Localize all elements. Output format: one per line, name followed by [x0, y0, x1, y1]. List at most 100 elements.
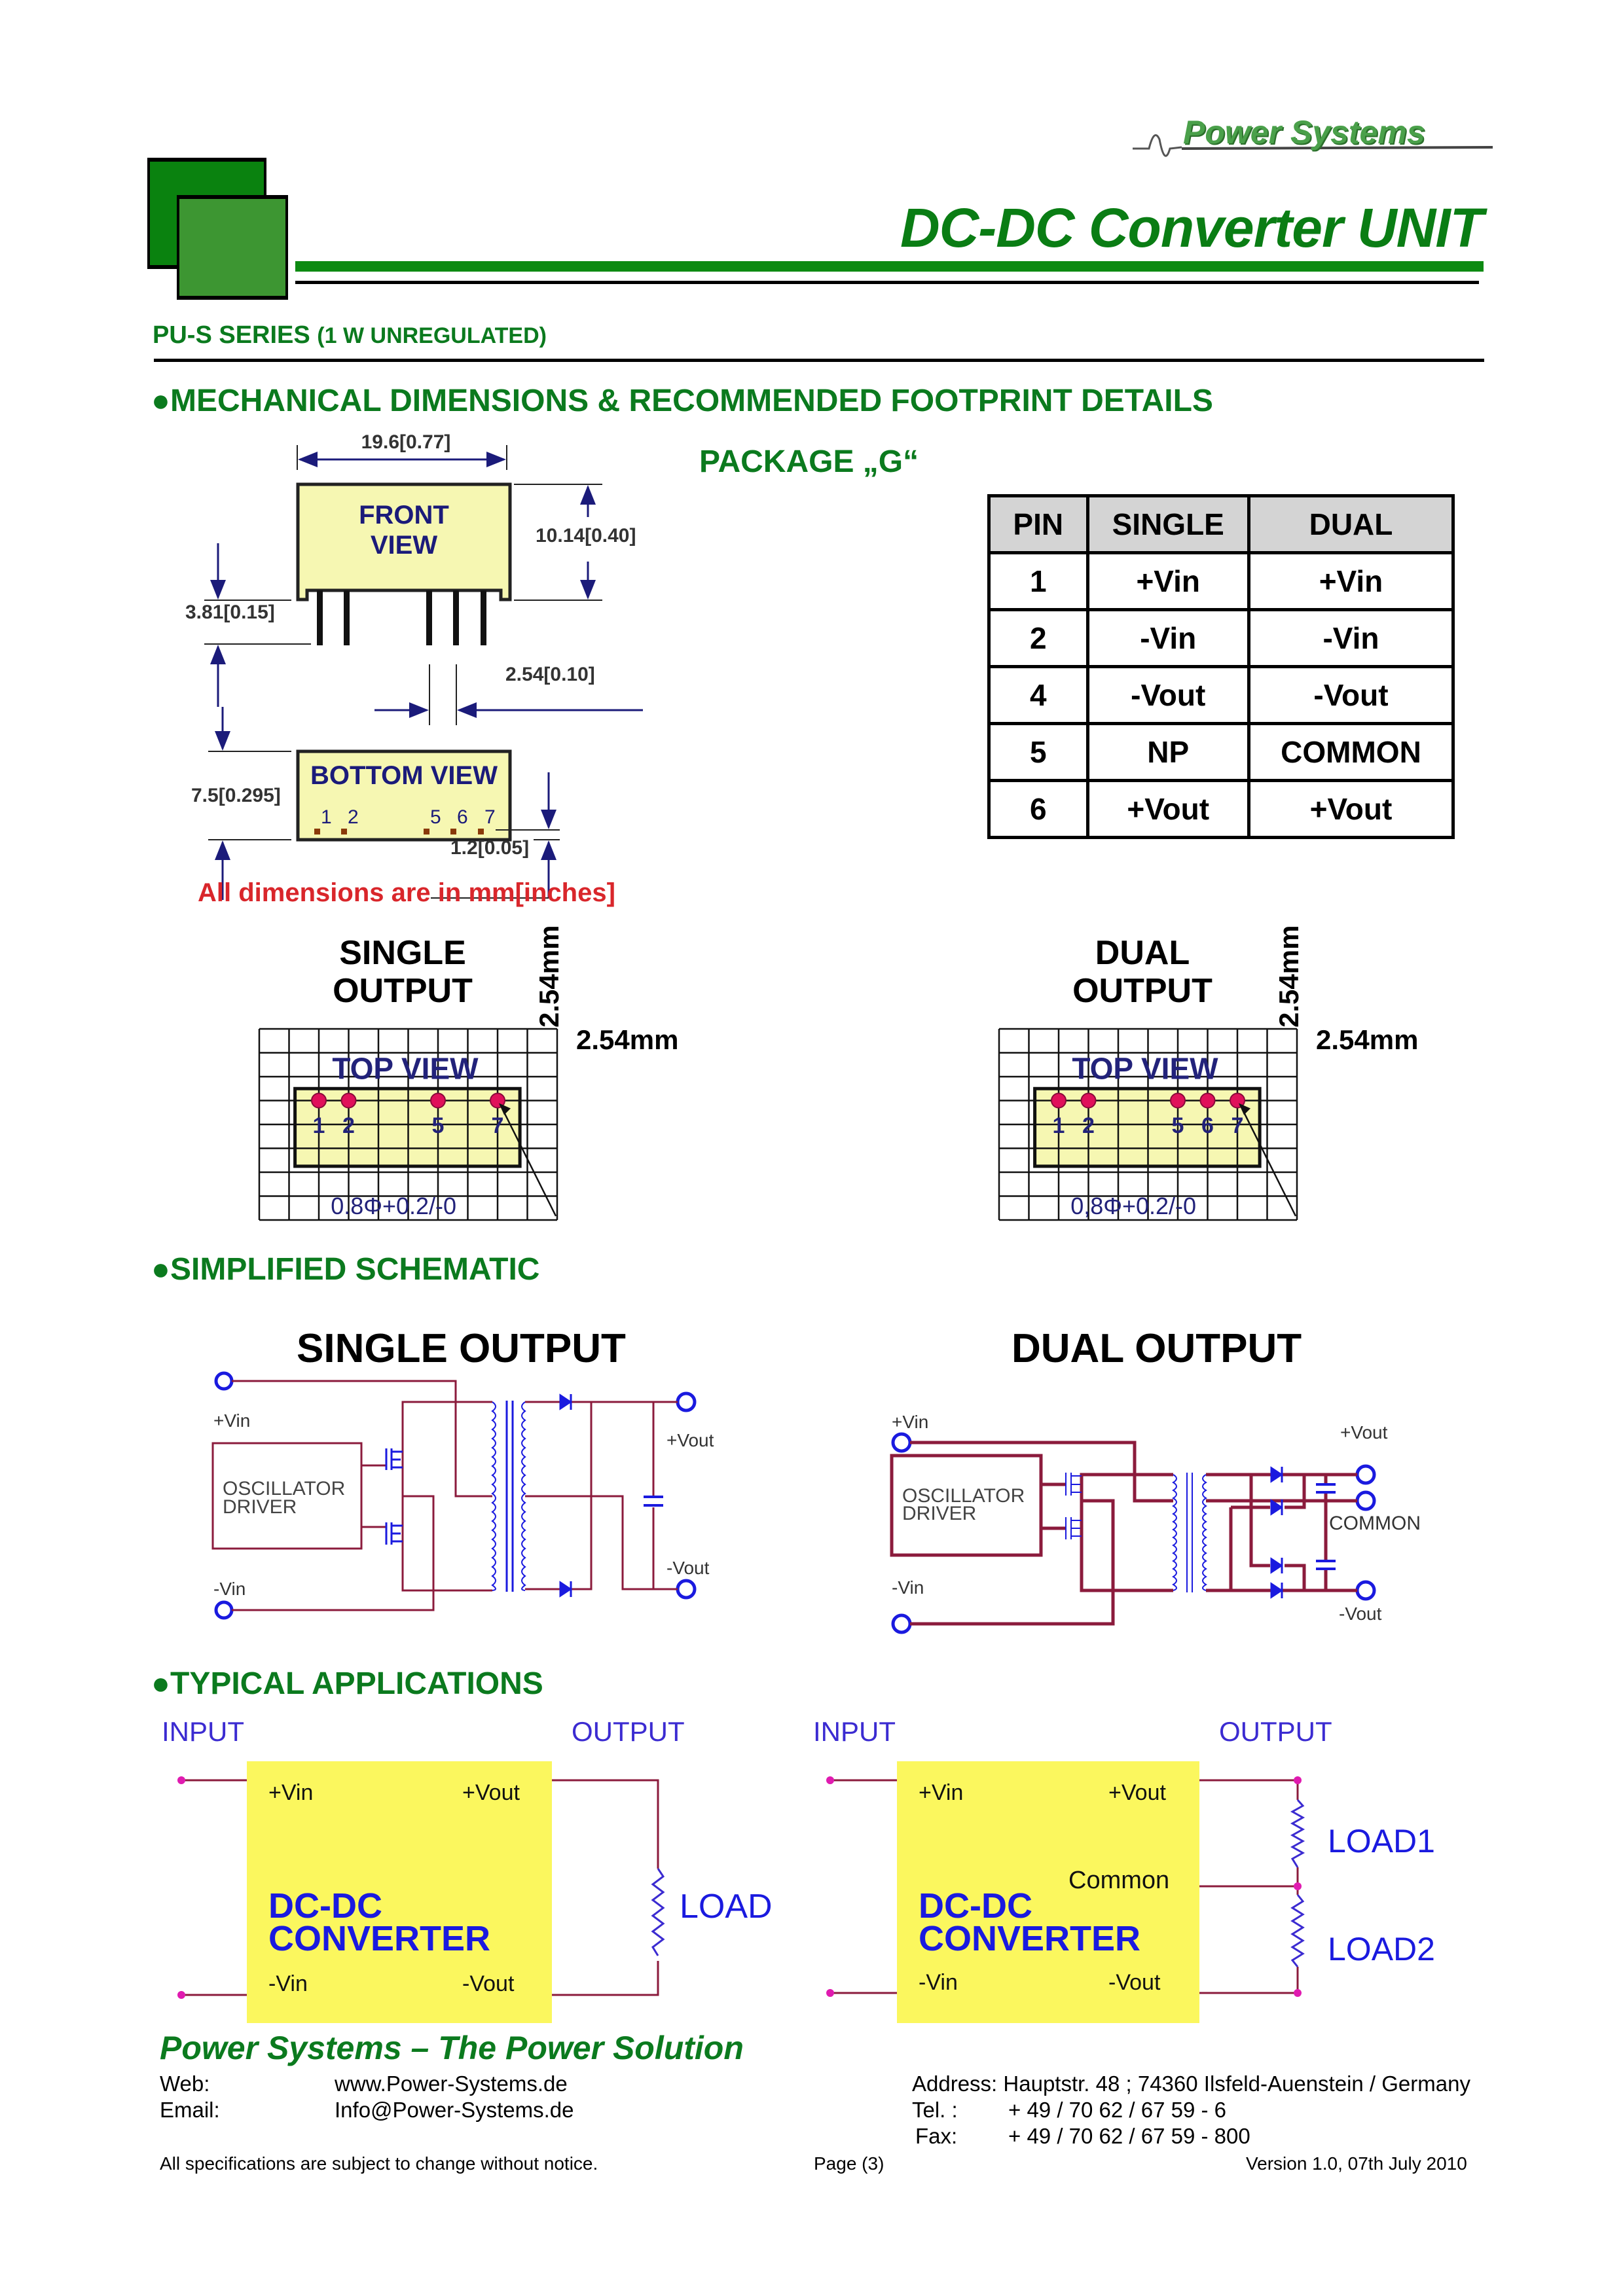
dim-width-text: 19.6[0.77]: [361, 431, 451, 453]
dual-cell: COMMON: [1247, 722, 1455, 782]
pin-table-header: PIN SINGLE DUAL: [987, 494, 1455, 554]
pin-hole: [1199, 1092, 1216, 1109]
converter-label-1: DC-DC: [268, 1886, 382, 1926]
grid-pitch-vertical: 2.54mm: [1273, 925, 1304, 1028]
footer-web-link[interactable]: www.Power-Systems.de: [335, 2072, 568, 2096]
single-cell: -Vin: [1085, 608, 1250, 668]
table-row: 6+Vout+Vout: [987, 779, 1455, 839]
footer-address: Address: Hauptstr. 48 ; 74360 Ilsfeld-Au…: [912, 2072, 1470, 2096]
single-cell: NP: [1085, 722, 1250, 782]
label-vin-minus: -Vin: [213, 1579, 246, 1599]
resistor-load-icon: [651, 1868, 665, 1956]
label-vout-plus: +Vout: [666, 1430, 714, 1450]
grid-pitch-horizontal: 2.54mm: [576, 1024, 679, 1055]
dual-schematic: OSCILLATOR DRIVER +Vin -Vin +Vout COMMON…: [890, 1412, 1421, 1634]
app-vin-plus: +Vin: [268, 1780, 313, 1805]
app-input-label: INPUT: [813, 1716, 896, 1747]
footprint-title-line: SINGLE: [339, 934, 466, 972]
terminal-vin-plus: [214, 1371, 234, 1391]
leader-line: [499, 1103, 557, 1217]
front-view: FRONT VIEW: [296, 482, 512, 645]
mosfet-icon: [1065, 1517, 1082, 1539]
footer-disclaimer: All specifications are subject to change…: [160, 2153, 598, 2174]
footer-fax-value: + 49 / 70 62 / 67 59 - 800: [1008, 2124, 1250, 2148]
app-input-label: INPUT: [162, 1716, 244, 1747]
height-dimension: 10.14[0.40]: [514, 484, 636, 601]
applications-drawing: INPUT OUTPUT +Vin +Vout -Vin -Vout DC-DC…: [162, 1716, 1435, 2023]
pin-cell: 6: [987, 779, 1089, 839]
pin-number: 1: [1053, 1113, 1065, 1138]
top-view-label: TOP VIEW: [332, 1052, 479, 1086]
header-green-bar: [295, 261, 1484, 272]
app-vout-plus: +Vout: [462, 1780, 520, 1805]
converter-label-2: CONVERTER: [268, 1919, 490, 1958]
front-view-label-1: FRONT: [359, 501, 449, 529]
mosfet-icon: [385, 1522, 403, 1545]
arrowhead-icon: [499, 1103, 511, 1115]
bottom-pin-label: 1: [321, 806, 332, 828]
converter-label-1: DC-DC: [919, 1886, 1032, 1926]
pin-number: 1: [313, 1113, 325, 1138]
input-terminal: [826, 1776, 834, 1784]
grid-pitch-horizontal: 2.54mm: [1316, 1024, 1419, 1055]
node-dot: [1294, 1882, 1302, 1890]
terminal-vout-minus: [676, 1579, 697, 1600]
single-cell: +Vout: [1085, 779, 1250, 839]
terminal-vin-minus: [891, 1613, 912, 1634]
footer-slogan: Power Systems – The Power Solution: [160, 2030, 744, 2066]
hole-size-label: 0.8Φ+0.2/-0: [331, 1193, 456, 1219]
terminal-common: [1355, 1490, 1376, 1511]
footer-email-link[interactable]: Info@Power-Systems.de: [335, 2098, 574, 2122]
diode-icon: [559, 1581, 572, 1598]
app-common: Common: [1068, 1867, 1169, 1894]
label-common: COMMON: [1329, 1513, 1421, 1534]
pin-number: 7: [1231, 1113, 1244, 1138]
pin-table-header-cell: SINGLE: [1085, 494, 1250, 554]
bottom-pin-label: 7: [484, 806, 496, 828]
pin-hole: [1080, 1092, 1097, 1109]
bottom-pin-pad: [424, 829, 429, 834]
pin-hole: [1230, 1092, 1245, 1109]
grid-pitch-vertical: 2.54mm: [534, 925, 564, 1028]
series-note: (1 W UNREGULATED): [317, 323, 547, 348]
input-terminal: [177, 1991, 185, 1999]
table-row: 2-Vin-Vin: [987, 608, 1455, 668]
series-name: PU-S SERIES: [153, 321, 310, 349]
page-title: DC-DC Converter UNIT: [900, 197, 1484, 259]
osc-label-1: OSCILLATOR: [902, 1485, 1025, 1507]
pin-hole: [1051, 1092, 1067, 1109]
dual-cell: +Vin: [1247, 551, 1455, 611]
bottom-view-label: BOTTOM VIEW: [310, 761, 498, 790]
osc-label-1: OSCILLATOR: [223, 1478, 345, 1499]
table-row: 1+Vin+Vin: [987, 551, 1455, 611]
application-dual: INPUT OUTPUT +Vin +Vout Common -Vin -Vou…: [813, 1716, 1435, 2023]
pin-hole: [311, 1092, 327, 1109]
input-terminal: [177, 1776, 185, 1784]
resistor-load2-icon: [1290, 1894, 1305, 1967]
header-divider: [295, 281, 1479, 284]
app-vout-minus: -Vout: [1108, 1970, 1161, 1995]
bottom-pin-pad: [314, 829, 320, 834]
footprint-title-line: OUTPUT: [333, 972, 473, 1010]
converter-block: [897, 1761, 1199, 2023]
pin-number: 2: [342, 1113, 355, 1138]
dim-pin-offset-text: 1.2[0.05]: [450, 837, 529, 859]
mosfet-icon: [1065, 1473, 1082, 1496]
dual-cell: -Vout: [1247, 665, 1455, 725]
footer-address-label: Address:: [912, 2072, 998, 2096]
series-divider: [154, 359, 1484, 362]
application-single: INPUT OUTPUT +Vin +Vout -Vin -Vout DC-DC…: [162, 1716, 773, 2023]
applications-heading: ●TYPICAL APPLICATIONS: [151, 1666, 543, 1701]
node-dot: [1294, 1776, 1302, 1784]
primary-coil-icon: [491, 1401, 496, 1591]
dual-cell: -Vin: [1247, 608, 1455, 668]
front-view-label-2: VIEW: [371, 531, 437, 560]
brand-logo: Power Systems: [1129, 108, 1496, 170]
app-vin-minus: -Vin: [268, 1971, 308, 1996]
pin-offset-dimension: 1.2[0.05]: [431, 772, 560, 899]
terminal-vout-plus: [676, 1391, 697, 1412]
